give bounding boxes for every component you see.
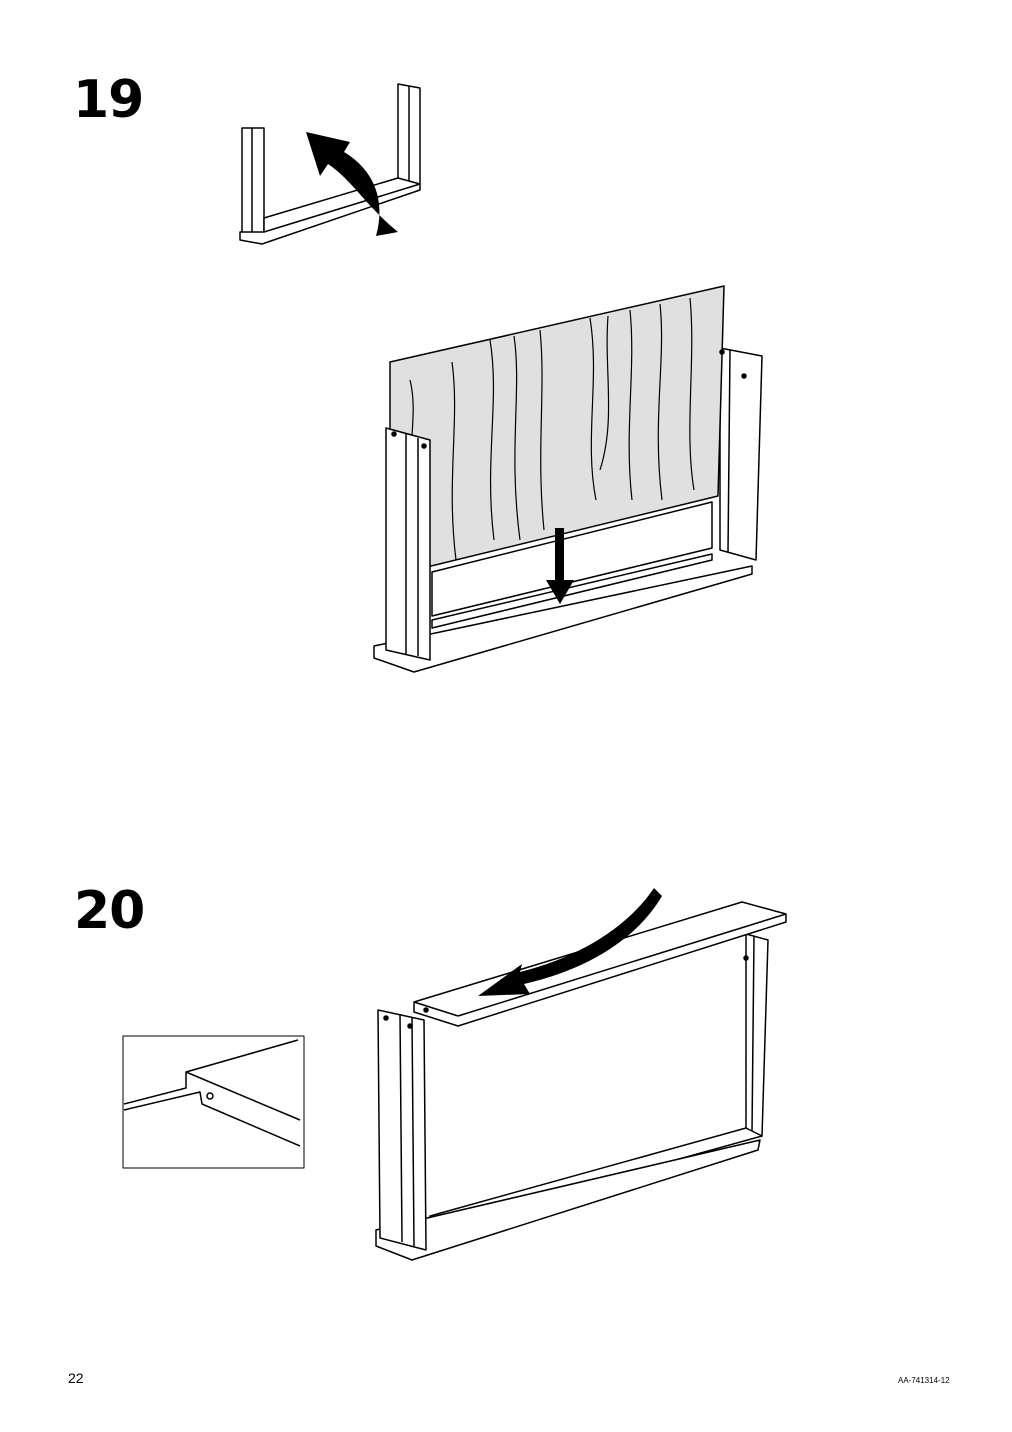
wood-grain <box>409 297 695 561</box>
document-code: AA-741314-12 <box>898 1376 950 1385</box>
page-number: 22 <box>68 1370 84 1386</box>
step-number-20: 20 <box>74 881 145 941</box>
top-shelf <box>413 901 787 1027</box>
detail-inset <box>122 1035 305 1169</box>
step-number-19: 19 <box>73 70 144 130</box>
open-frame <box>375 901 787 1261</box>
rotate-arrow-icon <box>306 132 398 236</box>
step-19-illustration <box>239 83 763 673</box>
curved-arrow-icon <box>478 888 662 996</box>
down-arrow-icon <box>546 528 574 604</box>
frame-with-panel <box>373 285 763 673</box>
